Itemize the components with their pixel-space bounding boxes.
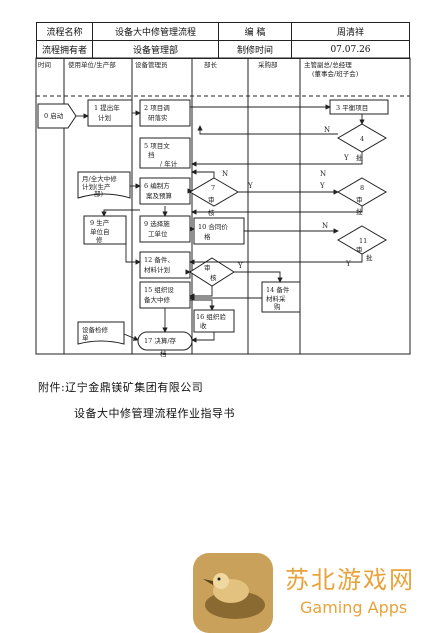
start-label: 0 启动 bbox=[44, 111, 64, 120]
step-6-line2: 案及预算 bbox=[146, 191, 173, 200]
step-9-contractor-line2: 工单位 bbox=[148, 229, 168, 238]
step-9-contractor-line1: 9 选择施 bbox=[144, 219, 170, 228]
step-9-self-box bbox=[83, 215, 127, 245]
end-line1: 17 决算/存 bbox=[144, 336, 177, 345]
step-1-line2: 计划 bbox=[98, 113, 111, 122]
step-3-label: 3 平衡项目 bbox=[336, 103, 368, 112]
repair-doc-line2: 单 bbox=[82, 333, 89, 342]
watermark-en: Gaming Apps bbox=[300, 598, 408, 617]
decision-13-label2: 核 bbox=[210, 273, 217, 282]
step-1-line1: 1 提出年 bbox=[94, 103, 120, 112]
lane-board: (董事会/班子会) bbox=[312, 69, 359, 78]
process-header-table: 流程名称 设备大中修管理流程 编 稿 周清祥 流程拥有者 设备管理部 制修时间 … bbox=[36, 22, 410, 59]
step-14-line2: 材料采 bbox=[266, 294, 286, 303]
step-12-line1: 12 备件、 bbox=[144, 255, 174, 264]
step-14-line1: 14 备件 bbox=[266, 285, 290, 294]
guide-title: 设备大中修管理流程作业指导书 bbox=[74, 407, 235, 420]
step-5-box bbox=[139, 137, 191, 169]
step-16-line2: 收 bbox=[200, 321, 207, 330]
step-10-box bbox=[193, 217, 245, 245]
step-6-box bbox=[139, 177, 191, 205]
step-2-box bbox=[139, 99, 191, 127]
lane-time: 时间 bbox=[38, 60, 51, 69]
label-yes-4: Y bbox=[343, 154, 349, 162]
step-5-line3: / 年计 bbox=[160, 159, 178, 168]
decision-11-label: 审 bbox=[356, 245, 363, 254]
label-yes-8: Y bbox=[319, 182, 325, 190]
flowchart: 时间 使用单位/生产部 设备管理员 部长 采购部 主管副总/总经理 (董事会/班… bbox=[35, 57, 411, 358]
plan-doc-line1: 月/全大中修 bbox=[82, 174, 117, 183]
flowchart-frame bbox=[35, 57, 411, 355]
decision-7-num: 7 bbox=[211, 184, 215, 192]
lane-equipment-admin: 设备管理员 bbox=[135, 60, 168, 69]
label-no-7: N bbox=[222, 170, 228, 178]
lane-purchasing: 采购部 bbox=[258, 60, 278, 69]
annual-plan-doc bbox=[77, 171, 131, 199]
step-2-line1: 2 项目调 bbox=[144, 103, 170, 112]
step-6-line1: 6 编制方 bbox=[144, 181, 170, 190]
step-12-line2: 材料计划 bbox=[144, 265, 170, 274]
lane-director: 部长 bbox=[204, 60, 218, 69]
repair-record-doc bbox=[77, 321, 125, 345]
step-5-line2: 挡 bbox=[148, 150, 155, 159]
step-2-line2: 研落实 bbox=[148, 113, 168, 122]
decision-13-label: 审 bbox=[204, 263, 211, 272]
repair-doc-line1: 设备检修 bbox=[82, 325, 109, 334]
lane-user: 使用单位/生产部 bbox=[68, 60, 116, 69]
step-9-self-line2: 单位自 bbox=[90, 227, 110, 236]
plan-doc-line3: 部) bbox=[94, 189, 104, 198]
step-5-line1: 5 项目文 bbox=[144, 141, 170, 150]
watermark-logo-icon bbox=[193, 553, 273, 633]
attachment-note: 附件:辽宁金鼎镁矿集团有限公司 bbox=[38, 381, 204, 394]
step-15-line2: 备大中修 bbox=[144, 295, 171, 304]
decision-8-num: 8 bbox=[360, 184, 364, 192]
start-node bbox=[37, 103, 77, 129]
decision-4-num: 4 bbox=[360, 135, 364, 143]
decision-4-label: 批 bbox=[356, 153, 363, 162]
label-no-8: N bbox=[320, 170, 326, 178]
step-15-line1: 15 组织设 bbox=[144, 285, 174, 294]
step-14-line3: 购 bbox=[274, 302, 281, 311]
decision-8-label2: 批 bbox=[356, 207, 363, 216]
label-yes-13: Y bbox=[237, 262, 243, 270]
plan-doc-line2: 计划(生产 bbox=[82, 182, 111, 191]
step-16-line1: 16 组织验 bbox=[196, 312, 226, 321]
step-14-box bbox=[261, 281, 301, 313]
decision-7 bbox=[189, 177, 239, 207]
decision-7-label2: 核 bbox=[208, 208, 215, 217]
label-no-4: N bbox=[324, 126, 330, 134]
label-yes-7: Y bbox=[247, 182, 253, 190]
decision-8-label: 审 bbox=[356, 195, 363, 204]
step-10-line2: 格 bbox=[204, 232, 211, 241]
decision-11-label2: 批 bbox=[366, 253, 373, 262]
label-no-11: N bbox=[322, 222, 328, 230]
decision-7-label: 审 bbox=[208, 195, 215, 204]
step-9-self-line1: 9 生产 bbox=[90, 218, 110, 227]
decision-11-num: 11 bbox=[359, 237, 367, 245]
lane-gm: 主管副总/总经理 bbox=[304, 60, 352, 69]
end-line2: 档 bbox=[160, 349, 167, 358]
step-9-contractor-box bbox=[139, 215, 191, 243]
step-1-box bbox=[87, 99, 133, 127]
step-9-self-line3: 修 bbox=[96, 235, 103, 244]
step-10-line1: 10 合同价 bbox=[198, 222, 228, 231]
label-yes-11: Y bbox=[345, 260, 351, 268]
watermark-name: 苏北游戏网 bbox=[285, 566, 415, 594]
step-12-box bbox=[139, 251, 191, 279]
